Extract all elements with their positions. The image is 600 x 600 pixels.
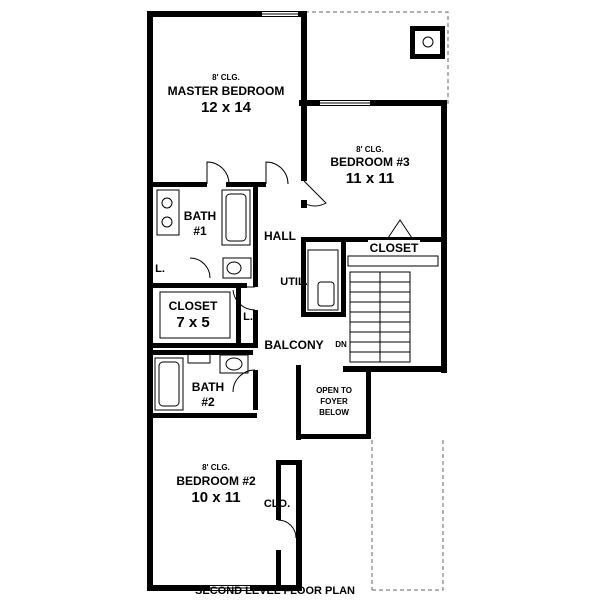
open-to-foyer-line-2: FOYER — [320, 397, 348, 406]
fixtures — [154, 189, 439, 411]
bath-2-label: BATH #2 — [192, 380, 224, 409]
bath-2-number: #2 — [201, 395, 215, 409]
linen-2-label: L. — [243, 311, 253, 323]
closet-7x5-name: CLOSET — [169, 299, 218, 313]
open-to-foyer-line-3: BELOW — [319, 408, 349, 417]
util-label: UTIL. — [280, 276, 308, 288]
bath-2-name: BATH — [192, 380, 224, 394]
interior-walls — [147, 11, 447, 590]
closet-7x5-size: 7 x 5 — [176, 314, 209, 331]
balcony-label: BALCONY — [264, 338, 323, 352]
doors — [189, 161, 413, 539]
linen-1-label: L. — [155, 263, 165, 275]
stairs-down-label: DN — [335, 340, 347, 349]
bedroom-3-label: 8' CLG. BEDROOM #3 11 x 11 — [330, 145, 410, 187]
chimney-box — [410, 26, 445, 59]
master-bedroom-label: 8' CLG. MASTER BEDROOM 12 x 14 — [168, 73, 285, 116]
plan-caption: SECOND LEVEL FLOOR PLAN — [195, 585, 355, 597]
lower-level-outline — [305, 11, 449, 591]
bath-1-number: #1 — [193, 224, 207, 238]
open-to-foyer-label: OPEN TO FOYER BELOW — [316, 386, 352, 417]
bedroom-3-name: BEDROOM #3 — [330, 155, 410, 169]
bedroom-3-ceiling: 8' CLG. — [356, 145, 384, 154]
windows — [210, 12, 370, 590]
clo-label: CLO. — [264, 498, 290, 510]
stairs — [349, 271, 411, 363]
master-bedroom-ceiling: 8' CLG. — [212, 73, 240, 82]
closet-bed3-label: CLOSET — [368, 240, 420, 255]
master-bedroom-name: MASTER BEDROOM — [168, 84, 285, 98]
closet-7x5-label: CLOSET 7 x 5 — [166, 298, 220, 334]
bedroom-2-name: BEDROOM #2 — [176, 474, 256, 488]
master-bedroom-size: 12 x 14 — [201, 99, 252, 116]
bath-1-name: BATH — [184, 209, 216, 223]
open-to-foyer-line-1: OPEN TO — [316, 386, 352, 395]
bath-1-label: BATH #1 — [184, 209, 216, 238]
bedroom-2-label: 8' CLG. BEDROOM #2 10 x 11 — [176, 463, 256, 506]
hall-label: HALL — [264, 229, 296, 243]
bedroom-2-ceiling: 8' CLG. — [202, 463, 230, 472]
bedroom-3-size: 11 x 11 — [346, 170, 394, 187]
closet-bed3-name: CLOSET — [370, 241, 419, 255]
bedroom-2-size: 10 x 11 — [191, 489, 240, 506]
